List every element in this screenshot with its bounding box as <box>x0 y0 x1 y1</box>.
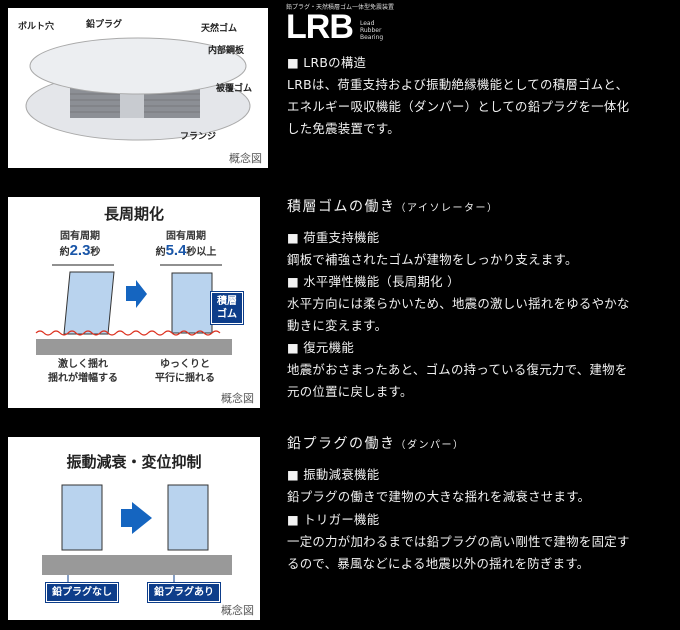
logo-name: LRB <box>286 8 354 46</box>
left-caption: 激しく揺れ揺れが増幅する <box>48 359 118 384</box>
section3-line: 鉛プラグの働きで建物の大きな揺れを減衰させます。 <box>287 489 591 504</box>
damping-diagram: 振動減衰・変位抑制 鉛プラグなし 鉛プラグあり 概念図 <box>8 437 260 620</box>
lrb-structure-diagram: ボルト穴 鉛プラグ 天然ゴム 内部鋼板 被覆ゴム フランジ 概念図 <box>8 8 268 168</box>
label-lead-plug: 鉛プラグ <box>86 20 123 30</box>
section3-bullet: ■ 振動減衰機能 <box>287 467 380 482</box>
right-period: 固有周期約5.4秒以上 <box>155 231 217 259</box>
laminated-rubber-badge: 積層ゴム <box>210 291 244 325</box>
section2-line: 地震がおさまったあと、ゴムの持っている復元力で、建物を <box>287 362 628 377</box>
label-inner-steel-plate: 内部鋼板 <box>208 46 245 56</box>
section3-bullet: ■ トリガー機能 <box>287 512 380 527</box>
section1-line: エネルギー吸収機能（ダンパー）としての鉛プラグを一体化 <box>287 99 630 114</box>
section2-bullet: ■ 荷重支持機能 <box>287 230 380 245</box>
long-period-diagram: 長周期化 固有周期約2.3秒 固有周期約5.4秒以上 積層ゴム 激しく揺れ揺れが… <box>8 197 260 408</box>
section2-line: 鋼板で補強されたゴムが建物をしっかり支えます。 <box>287 252 578 267</box>
label-flange: フランジ <box>180 132 217 142</box>
right-caption: ゆっくりと平行に揺れる <box>155 359 215 384</box>
no-lead-plug-badge: 鉛プラグなし <box>45 582 119 603</box>
left-period: 固有周期約2.3秒 <box>59 231 101 259</box>
concept-note: 概念図 <box>221 392 254 405</box>
section1-bullet: ■ LRBの構造 <box>287 55 367 70</box>
section2-line: 水平方向には柔らかいため、地震の激しい揺れをゆるやかな <box>287 296 630 311</box>
concept-note: 概念図 <box>221 604 254 617</box>
section3-line: るので、暴風などによる地震以外の揺れを防ぎます。 <box>287 556 590 571</box>
section3-line: 一定の力が加わるまでは鉛プラグの高い剛性で建物を固定す <box>287 534 630 549</box>
section2-line: 元の位置に戻します。 <box>287 384 413 399</box>
label-cover-rubber: 被覆ゴム <box>216 84 253 94</box>
concept-note: 概念図 <box>229 152 262 165</box>
label-natural-rubber: 天然ゴム <box>201 24 238 34</box>
label-bolt-hole: ボルト穴 <box>18 22 55 32</box>
panel-title: 振動減衰・変位抑制 <box>66 453 202 471</box>
isolation-illustration <box>35 264 232 355</box>
section1-line: した免震装置です。 <box>287 121 400 136</box>
section2-bullet: ■ 水平弾性機能（長周期化 ） <box>287 274 460 289</box>
with-lead-plug-badge: 鉛プラグあり <box>147 582 221 603</box>
panel-title: 長周期化 <box>103 205 164 223</box>
section2-title: 積層ゴムの働き（アイソレーター） <box>287 199 499 215</box>
section1-line: LRBは、荷重支持および振動絶縁機能としての積層ゴムと、 <box>287 77 629 92</box>
damping-illustration <box>42 484 232 583</box>
logo-tagline: 鉛プラグ・天然積層ゴム一体型免震装置 <box>286 4 395 11</box>
section2-bullet: ■ 復元機能 <box>287 340 355 355</box>
section3-title: 鉛プラグの働き（ダンパー） <box>287 436 465 452</box>
lrb-cutaway-illustration <box>25 37 251 141</box>
section2-line: 動きに変えます。 <box>287 318 388 333</box>
